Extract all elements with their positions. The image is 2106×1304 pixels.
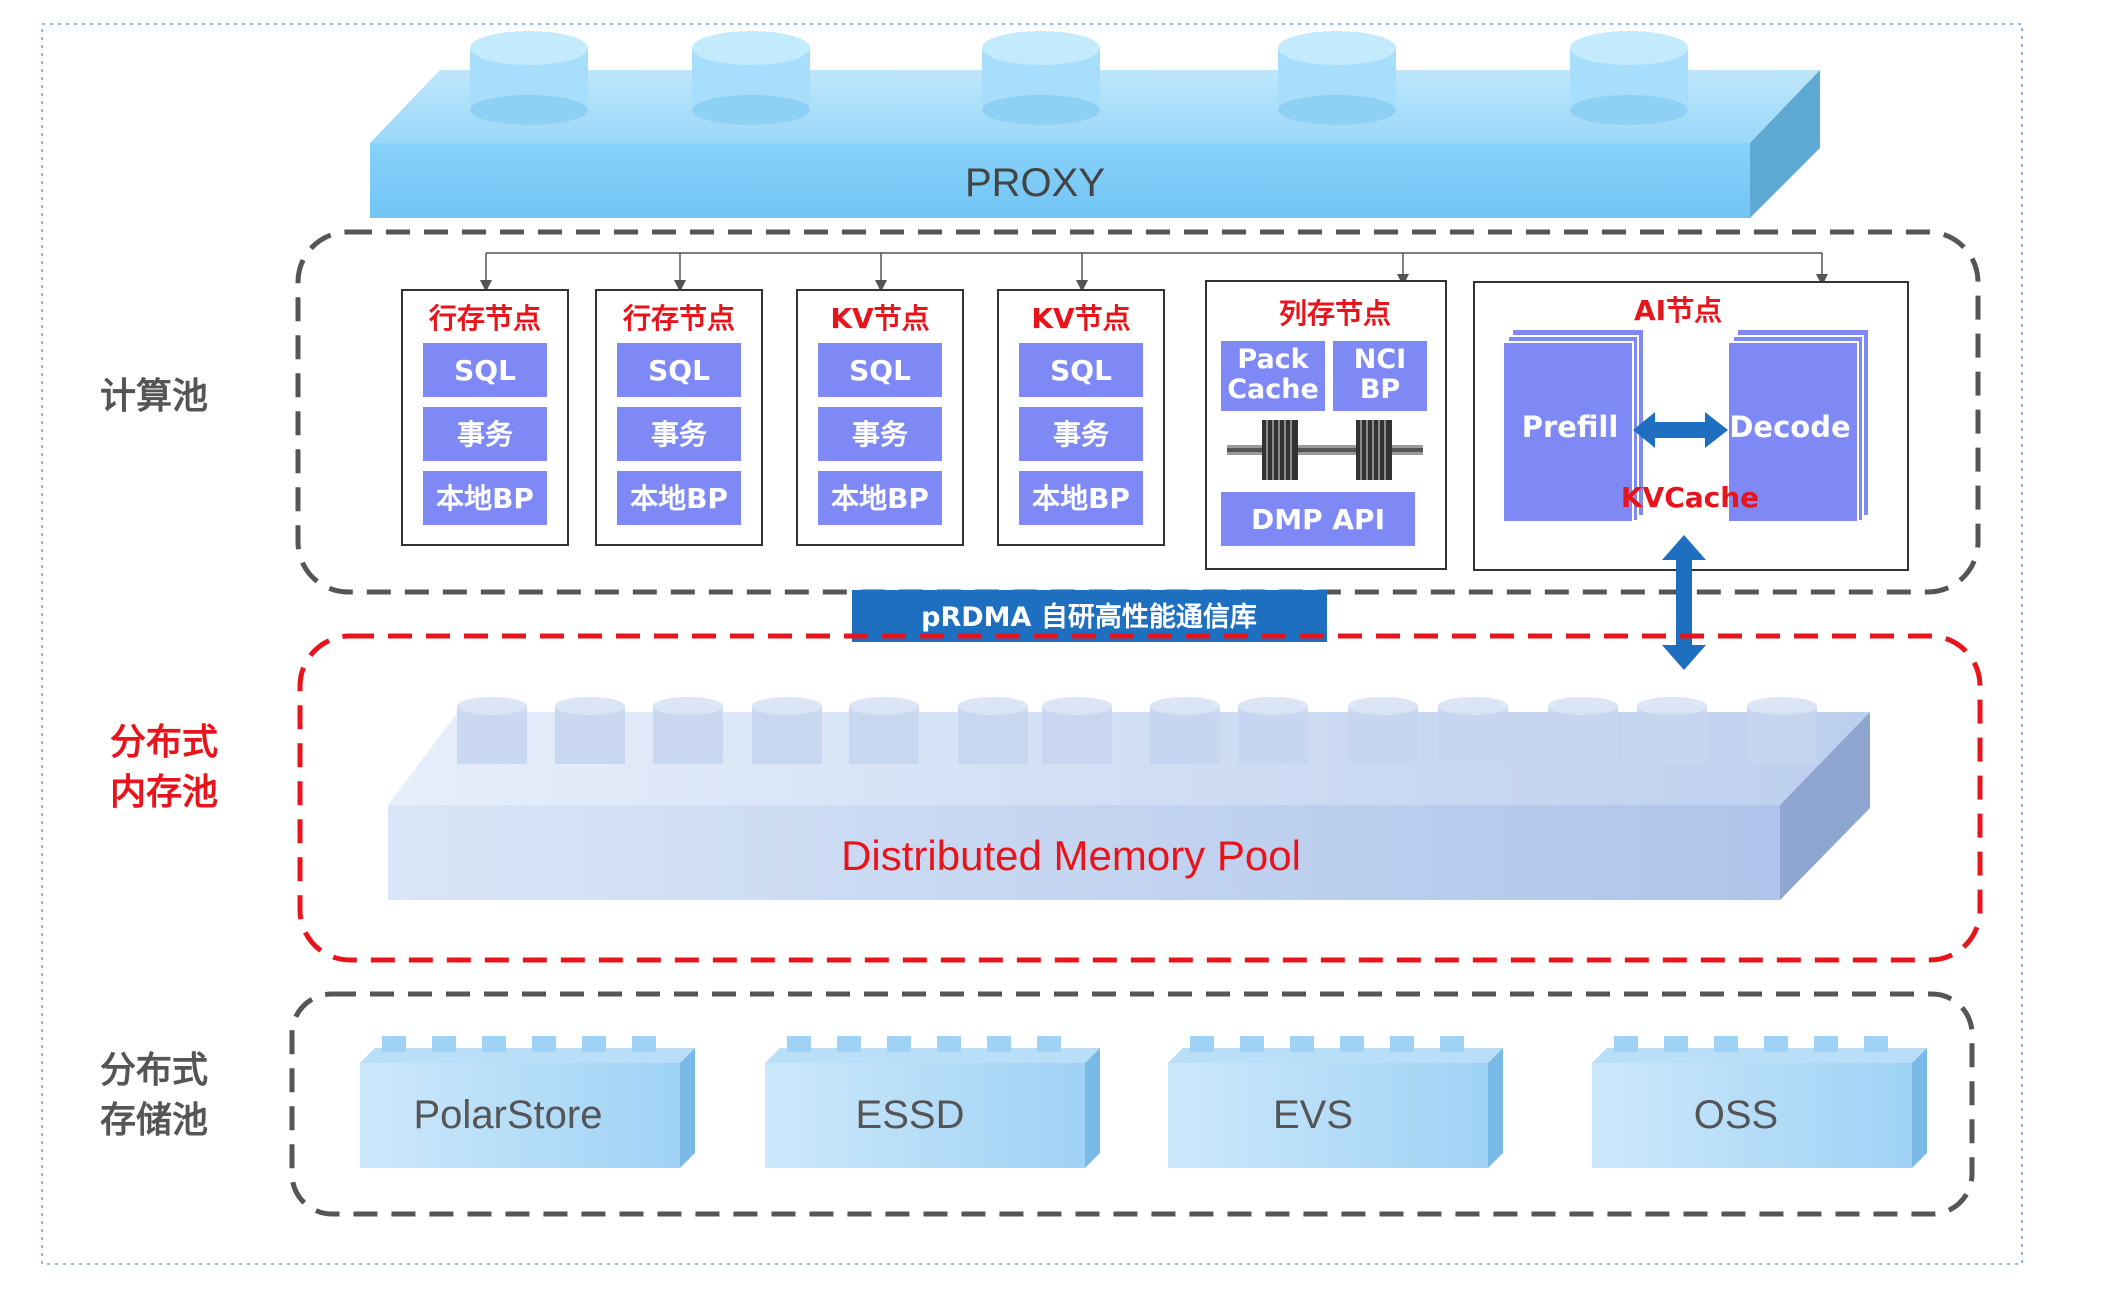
proxy-cylinder bbox=[470, 31, 588, 125]
pack-cache-label-1: Pack bbox=[1237, 344, 1309, 375]
node-local-bp-label: 本地BP bbox=[436, 482, 534, 515]
memory-cylinder bbox=[653, 697, 723, 764]
node-title: KV节点 bbox=[830, 302, 929, 335]
storage-label: PolarStore bbox=[414, 1093, 603, 1137]
storage-label: OSS bbox=[1694, 1093, 1778, 1137]
vertical-double-arrow-icon bbox=[1662, 535, 1706, 670]
storage-label: EVS bbox=[1273, 1093, 1353, 1137]
node-sql-label: SQL bbox=[1050, 354, 1112, 387]
node-title: 行存节点 bbox=[622, 302, 735, 335]
memory-pool-label: Distributed Memory Pool bbox=[841, 832, 1301, 879]
compute-pool-label: 计算池 bbox=[100, 376, 209, 417]
memory-cylinder bbox=[1548, 697, 1618, 764]
node-local-bp-label: 本地BP bbox=[831, 482, 929, 515]
column-store-node: 列存节点 Pack Cache NCI BP DMP API bbox=[1205, 280, 1447, 570]
proxy-cylinder bbox=[692, 31, 810, 125]
memory-cylinder bbox=[1438, 697, 1508, 764]
memory-cylinder bbox=[958, 697, 1028, 764]
memory-pool-frame bbox=[297, 633, 1983, 963]
outer-frame bbox=[41, 23, 2023, 1265]
proxy-connectors bbox=[480, 252, 1828, 292]
storage-block: OSS bbox=[1592, 1036, 1927, 1168]
proxy-block: PROXY bbox=[370, 31, 1820, 218]
memory-cylinders bbox=[457, 697, 1817, 764]
storage-label: ESSD bbox=[856, 1093, 965, 1137]
memory-pool-slab: Distributed Memory Pool bbox=[388, 697, 1870, 900]
prefill-label: Prefill bbox=[1522, 410, 1619, 444]
memory-cylinder bbox=[1042, 697, 1112, 764]
node-title: 列存节点 bbox=[1279, 297, 1391, 330]
node-transaction-label: 事务 bbox=[651, 418, 707, 451]
memory-cylinder bbox=[1150, 697, 1220, 764]
nci-bp-label-1: NCI bbox=[1354, 344, 1406, 375]
proxy-cylinder bbox=[1570, 31, 1688, 125]
proxy-cylinder bbox=[982, 31, 1100, 125]
bidirectional-arrow-icon bbox=[1633, 412, 1728, 448]
nci-bp-label-2: BP bbox=[1360, 374, 1400, 405]
decode-label: Decode bbox=[1729, 410, 1850, 444]
storage-block: PolarStore bbox=[360, 1036, 695, 1168]
memory-cylinder bbox=[1637, 697, 1707, 764]
memory-cylinder bbox=[849, 697, 919, 764]
dmp-api-label: DMP API bbox=[1251, 503, 1385, 536]
memory-cylinder bbox=[457, 697, 527, 764]
proxy-cylinder bbox=[1278, 31, 1396, 125]
memory-chip-icon bbox=[1227, 420, 1423, 480]
node-transaction-label: 事务 bbox=[852, 418, 908, 451]
node-title: KV节点 bbox=[1031, 302, 1130, 335]
node-sql-label: SQL bbox=[648, 354, 710, 387]
ai-node: AI节点 Prefill Decode KVCache bbox=[1473, 281, 1909, 571]
storage-pool-side-label: 分布式 存储池 bbox=[100, 1050, 209, 1141]
prdma-bar: pRDMA 自研高性能通信库 bbox=[852, 590, 1327, 642]
memory-cylinder bbox=[555, 697, 625, 764]
node-local-bp-label: 本地BP bbox=[1032, 482, 1130, 515]
node-sql-label: SQL bbox=[454, 354, 516, 387]
proxy-cylinders bbox=[470, 31, 1688, 125]
node-local-bp-label: 本地BP bbox=[630, 482, 728, 515]
compute-node: KV节点 SQL 事务 本地BP bbox=[796, 289, 964, 546]
storage-block: EVS bbox=[1168, 1036, 1503, 1168]
memory-cylinder bbox=[1348, 697, 1418, 764]
node-transaction-label: 事务 bbox=[457, 418, 513, 451]
pack-cache-label-2: Cache bbox=[1227, 374, 1319, 405]
node-sql-label: SQL bbox=[849, 354, 911, 387]
node-title: 行存节点 bbox=[428, 302, 541, 335]
compute-node: 行存节点 SQL 事务 本地BP bbox=[595, 289, 763, 546]
storage-pool-frame bbox=[289, 991, 1975, 1217]
kvcache-label: KVCache bbox=[1621, 481, 1759, 514]
memory-cylinder bbox=[1238, 697, 1308, 764]
memory-cylinder bbox=[1747, 697, 1817, 764]
memory-pool-side-label: 分布式 内存池 bbox=[110, 722, 219, 813]
compute-node: 行存节点 SQL 事务 本地BP bbox=[401, 289, 569, 546]
node-title: AI节点 bbox=[1634, 294, 1722, 327]
memory-cylinder bbox=[752, 697, 822, 764]
proxy-label: PROXY bbox=[965, 161, 1105, 205]
node-transaction-label: 事务 bbox=[1053, 418, 1109, 451]
storage-block: ESSD bbox=[765, 1036, 1100, 1168]
compute-node: KV节点 SQL 事务 本地BP bbox=[997, 289, 1165, 546]
prdma-label: pRDMA 自研高性能通信库 bbox=[921, 601, 1257, 633]
